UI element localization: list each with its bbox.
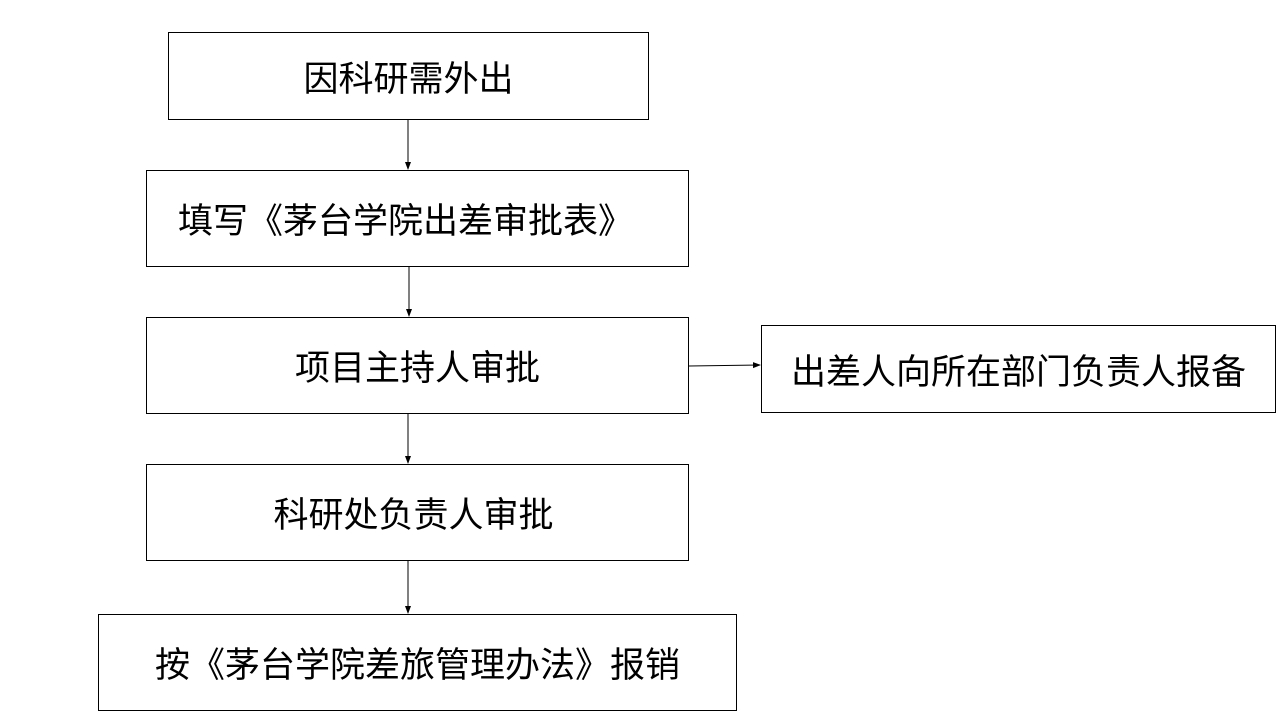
flow-side-step-department-report: 出差人向所在部门负责人报备	[761, 325, 1276, 413]
flow-step-project-leader-approval: 项目主持人审批	[146, 317, 689, 414]
arrow-step3-to-side-step	[688, 362, 761, 369]
flow-step-fill-approval-form: 填写《茅台学院出差审批表》	[146, 170, 689, 267]
flow-step-label: 出差人向所在部门负责人报备	[790, 352, 1246, 393]
flow-step-label: 因科研需外出	[303, 59, 514, 100]
flow-step-research-office-approval: 科研处负责人审批	[146, 464, 689, 561]
flow-step-label: 项目主持人审批	[294, 349, 540, 389]
flow-step-label: 科研处负责人审批	[273, 496, 554, 536]
flow-step-label: 按《茅台学院差旅管理办法》报销	[154, 646, 680, 686]
flow-step-label: 填写《茅台学院出差审批表》	[177, 202, 633, 242]
flow-step-reimbursement: 按《茅台学院差旅管理办法》报销	[98, 614, 737, 711]
flow-step-research-trip: 因科研需外出	[168, 32, 649, 120]
